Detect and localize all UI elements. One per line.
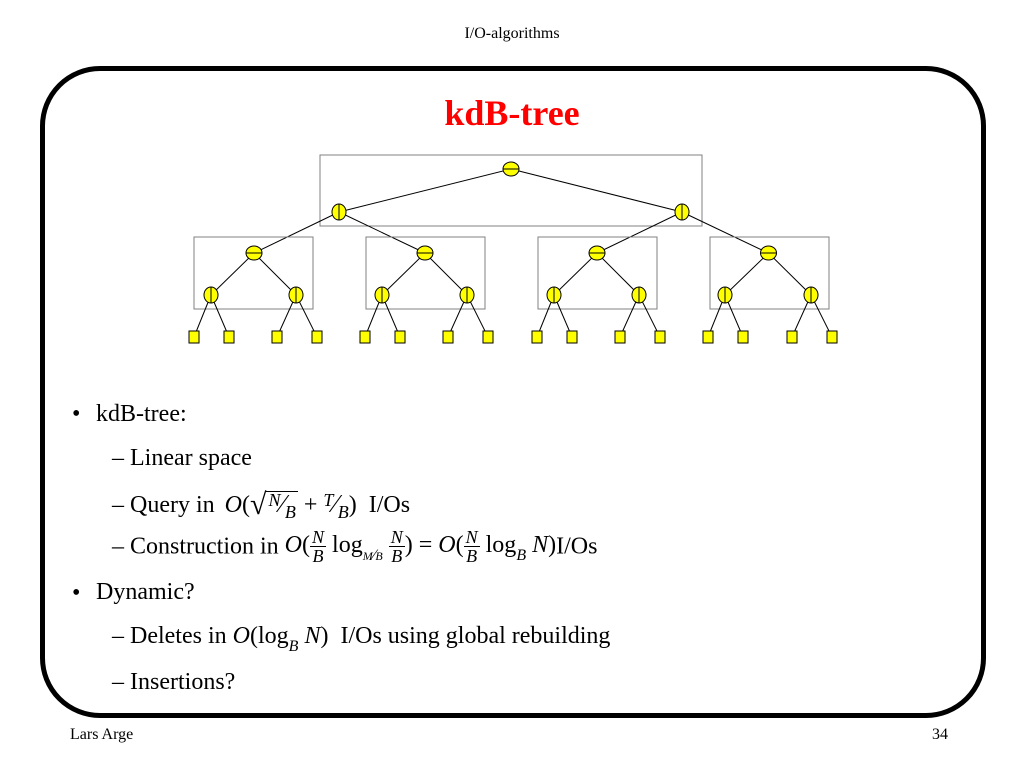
tree-edge — [768, 252, 812, 296]
block-box — [193, 236, 314, 310]
query-suffix: I/Os — [368, 492, 411, 518]
leaf-block — [223, 330, 235, 344]
query-formula: O(√N∕B + T∕B) — [224, 488, 357, 522]
leaf-block — [737, 330, 749, 344]
query-label: – Query in — [112, 492, 215, 518]
leaf-block — [826, 330, 838, 344]
deletes-formula: O(logB N) — [232, 623, 329, 655]
tree-edge — [338, 211, 426, 254]
bullet-dynamic: Dynamic? — [96, 579, 195, 605]
slide-title: kdB-tree — [444, 93, 580, 133]
tree-edge — [596, 211, 683, 254]
leaf-block — [654, 330, 666, 344]
block-box — [365, 236, 486, 310]
leaf-block — [394, 330, 406, 344]
tree-edge — [381, 252, 426, 296]
leaf-block — [271, 330, 283, 344]
leaf-block — [786, 330, 798, 344]
tree-edge — [253, 252, 297, 296]
tree-edge — [253, 211, 340, 254]
subbullet-linear-space: – Linear space — [112, 445, 252, 471]
bullet-dot: • — [72, 580, 81, 606]
footer-author: Lars Arge — [70, 726, 134, 743]
deletes-label: – Deletes in — [112, 623, 227, 649]
bullet-kdb-tree: kdB-tree: — [96, 401, 187, 427]
leaf-block — [359, 330, 371, 344]
tree-edge — [338, 168, 512, 213]
leaf-block — [614, 330, 626, 344]
leaf-block — [442, 330, 454, 344]
tree-edge — [553, 252, 598, 296]
sqrt-body: N∕B — [266, 489, 298, 522]
sqrt-symbol: √ — [250, 488, 267, 521]
tree-edge — [210, 252, 255, 296]
subbullet-query: – Query in O(√N∕B + T∕B) I/Os — [112, 488, 411, 522]
leaf-block — [188, 330, 200, 344]
block-box — [709, 236, 830, 310]
subbullet-deletes: – Deletes in O(logB N) I/Os using global… — [112, 623, 611, 655]
header-title: I/O-algorithms — [464, 25, 560, 42]
deletes-suffix: I/Os using global rebuilding — [340, 623, 611, 649]
leaf-block — [531, 330, 543, 344]
leaf-block — [566, 330, 578, 344]
tree-edge — [424, 252, 468, 296]
tree-edge — [681, 211, 769, 254]
tree-edge — [510, 168, 683, 213]
leaf-block — [482, 330, 494, 344]
tree-edge — [596, 252, 640, 296]
construction-label: – Construction in — [112, 533, 279, 560]
block-box — [537, 236, 658, 310]
block-box — [319, 154, 703, 227]
slide-frame — [40, 66, 986, 718]
leaf-block — [311, 330, 323, 344]
construction-suffix: I/Os — [556, 533, 598, 560]
leaf-block — [702, 330, 714, 344]
tree-edge — [724, 252, 769, 296]
bullet-dot: • — [72, 401, 81, 427]
subbullet-insertions: – Insertions? — [112, 669, 236, 695]
footer-page-number: 34 — [932, 726, 948, 743]
